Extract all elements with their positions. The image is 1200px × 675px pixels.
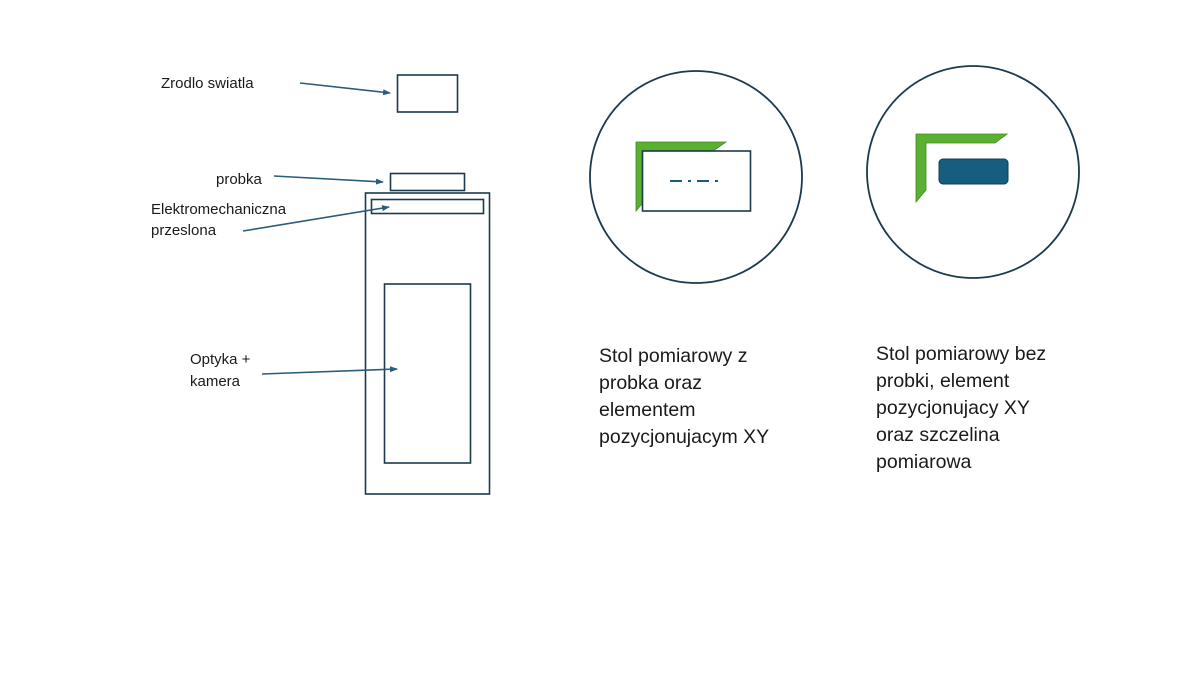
measurement-slit xyxy=(938,158,1009,185)
arrow-sample xyxy=(273,175,384,185)
light-source-box xyxy=(396,74,459,113)
label-shutter-line2: przeslona xyxy=(151,222,217,239)
label-shutter-line1: Elektromechaniczna xyxy=(151,201,287,218)
table-with-sample xyxy=(589,70,803,284)
xy-positioner-icon-2 xyxy=(915,133,1009,204)
caption-without-sample-line4: oraz szczelina xyxy=(876,424,1000,446)
sample-box xyxy=(389,172,466,192)
caption-without-sample-line5: pomiarowa xyxy=(876,451,972,473)
table-circle-with-sample xyxy=(589,70,803,284)
caption-without-sample-line1: Stol pomiarowy bez xyxy=(876,343,1046,365)
shutter-box xyxy=(370,198,485,215)
caption-with-sample-line1: Stol pomiarowy z xyxy=(599,345,747,367)
label-optics-line2: kamera xyxy=(190,373,241,390)
caption-without-sample-line3: pozycjonujacy XY xyxy=(876,397,1030,419)
table-without-sample xyxy=(866,65,1080,279)
arrow-shutter xyxy=(242,205,390,232)
caption-without-sample-line2: probki, element xyxy=(876,370,1010,392)
label-light-source: Zrodlo swiatla xyxy=(161,75,254,92)
caption-with-sample-line2: probka oraz xyxy=(599,372,702,394)
arrow-light-source xyxy=(299,82,391,96)
housing-box xyxy=(364,192,491,495)
sample-on-table xyxy=(641,150,752,212)
arrow-optics-camera xyxy=(261,366,398,375)
label-sample: probka xyxy=(216,171,263,188)
optics-camera-box xyxy=(383,283,472,464)
apparatus xyxy=(364,74,491,495)
label-optics-line1: Optyka + xyxy=(190,351,251,368)
caption-with-sample-line4: pozycjonujacym XY xyxy=(599,426,769,448)
caption-with-sample-line3: elementem xyxy=(599,399,695,421)
table-circle-without-sample xyxy=(866,65,1080,279)
